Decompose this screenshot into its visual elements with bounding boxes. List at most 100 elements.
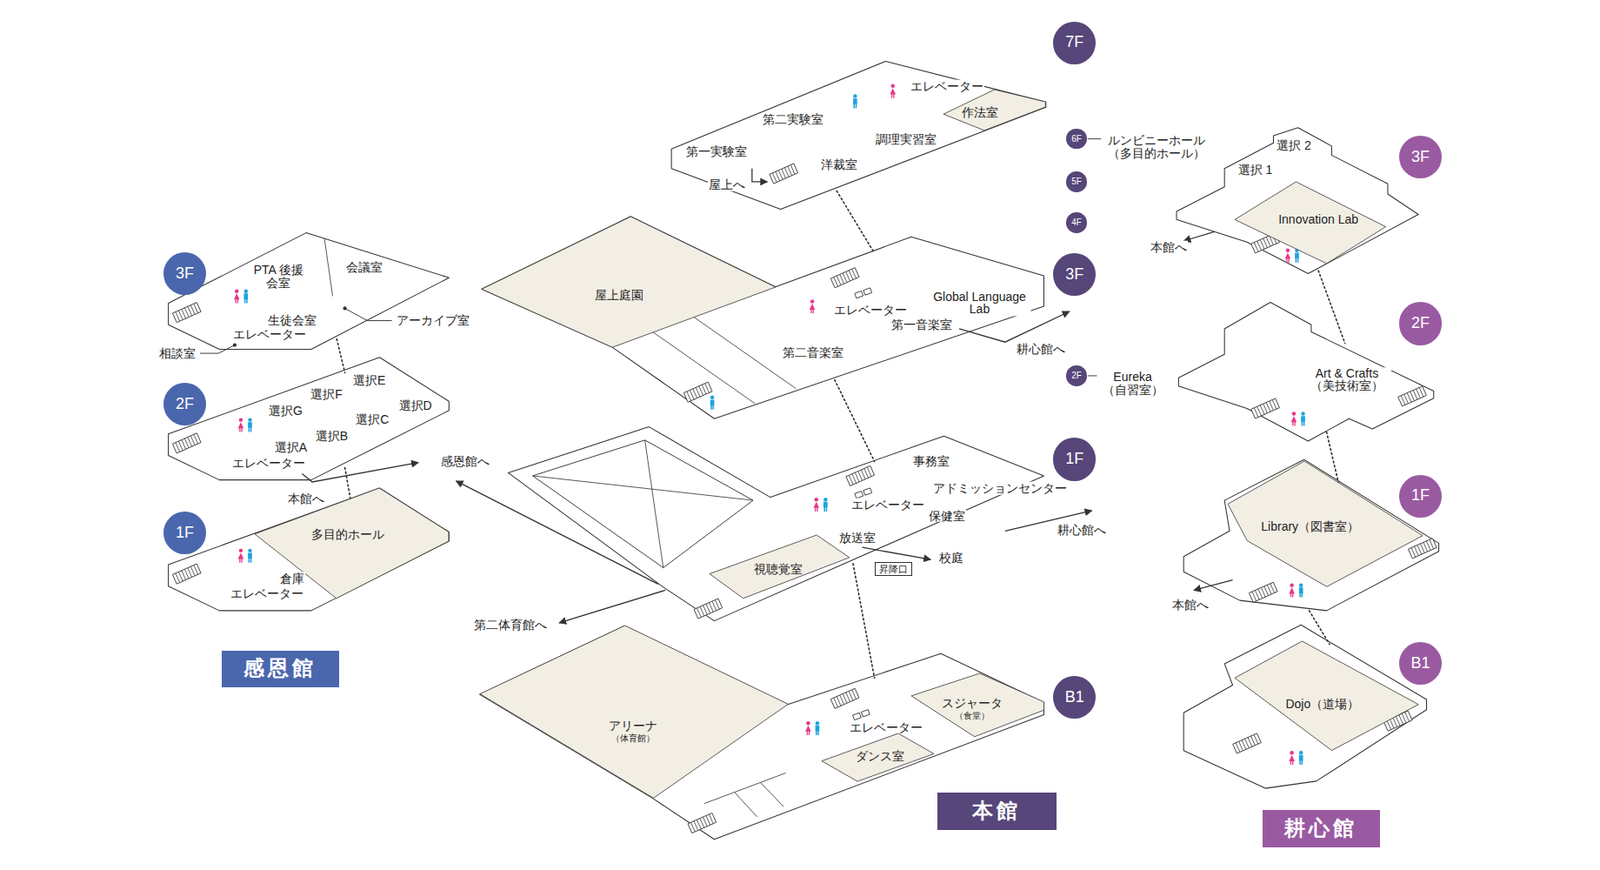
leader-line [345,307,393,320]
room-text-box: スジャータ（食堂） [941,696,1003,720]
room-area: アリーナ（体育館） [480,625,788,798]
map-label: 本館へ [1171,597,1210,611]
node-text: 2F [175,395,194,414]
floor-links [336,190,1345,678]
stair-step [1386,720,1392,730]
stair-outline [1233,733,1262,754]
toilet-body [243,293,248,303]
floor-plate [1183,624,1427,788]
node-text: （体育館） [608,732,658,742]
room-text-box: アリーナ（体育館） [608,719,658,742]
stair-step [848,474,854,485]
room-area: スジャータ（食堂） [911,673,1045,737]
stair-step [1260,586,1266,597]
room-area: Library（図書室） [1227,460,1423,587]
floor-badge: 3F [1053,253,1096,296]
toilet-head [247,417,252,421]
toilet-body [890,87,897,98]
floor-link [834,380,875,462]
toilet-body [1285,252,1292,262]
toilet-body [1288,754,1295,765]
toilet-body [238,552,245,562]
lift-symbol [854,487,873,499]
map-label: 校庭 [938,550,965,564]
toilet-head [244,289,248,294]
node-text: （食堂） [941,710,1003,720]
map-label: エレベーター [833,302,908,316]
map-label: 第一音楽室 [890,318,954,332]
floor-link [1309,610,1330,645]
floor-plate [168,357,450,480]
room-area: ダンス室 [821,733,934,781]
atrium [533,440,754,568]
toilet-symbol [809,299,816,314]
room-outline [480,625,788,798]
toilet-head [891,84,895,88]
stair-step [1399,714,1404,725]
stair-symbol [1251,398,1280,419]
stair-step [181,440,187,450]
node-text: 2F [1411,314,1430,333]
node-text: B1 [1410,654,1430,673]
stair-step [686,391,692,401]
stair-outline [172,433,201,454]
stair-step [190,435,195,446]
leader-dot [233,343,237,347]
direction-arrow [559,589,666,623]
floor-badge: B1 [1399,641,1442,685]
node-text: 屋上庭園 [594,289,644,303]
room-area: 視聴覚室 [709,534,850,599]
leader-line [200,345,235,354]
node-text: 4F [1071,217,1082,227]
stair-step [705,383,710,394]
lift-car [863,287,873,295]
directions [301,168,1233,623]
stair-step [833,277,839,287]
toilet-symbol [1300,411,1306,426]
wall-line [760,781,784,807]
map-label: 調理実習室 [874,132,938,146]
stair-step [1235,742,1240,753]
stair-step [184,568,189,579]
room-area: Innovation Lab [1234,181,1387,264]
floor-badge: 3F [1399,135,1442,179]
map-label: 生徒会室 [266,313,318,327]
room-area: 屋上庭園 [481,216,776,347]
floor-badge: 1F [1399,474,1442,518]
stair-step [1272,399,1277,409]
map-label: 選択G [267,403,304,417]
toilet-symbol [1299,750,1304,765]
node-text: 3F [1411,148,1430,167]
toilet-head [1292,411,1296,415]
stair-step [1257,240,1262,251]
lift-car [861,709,871,717]
stair-step [187,436,193,447]
toilet-head [247,548,252,553]
floor-badge: 2F [163,382,207,426]
stair-step [184,438,189,448]
stair-step [852,473,857,484]
stair-step [1266,584,1272,594]
stair-step [193,565,199,575]
map-label: 第二実験室 [761,113,825,127]
toilet-head [1289,583,1294,587]
toilet-symbol [813,497,820,512]
stair-step [854,472,860,482]
stair-symbol [1248,581,1278,602]
stair-step [842,693,847,703]
direction-arrow [862,546,932,560]
direction-arrow [456,480,659,585]
stair-symbol [687,812,717,833]
map-label: 相談室 [158,346,197,360]
stair-step [1263,403,1268,414]
node-text: アリーナ [608,719,658,733]
toilet-head [806,720,810,725]
stair-step [860,469,866,480]
toilet-symbol [1294,248,1300,263]
stair-step [1260,405,1265,415]
stair-step [693,820,699,831]
stair-step [1241,740,1247,750]
